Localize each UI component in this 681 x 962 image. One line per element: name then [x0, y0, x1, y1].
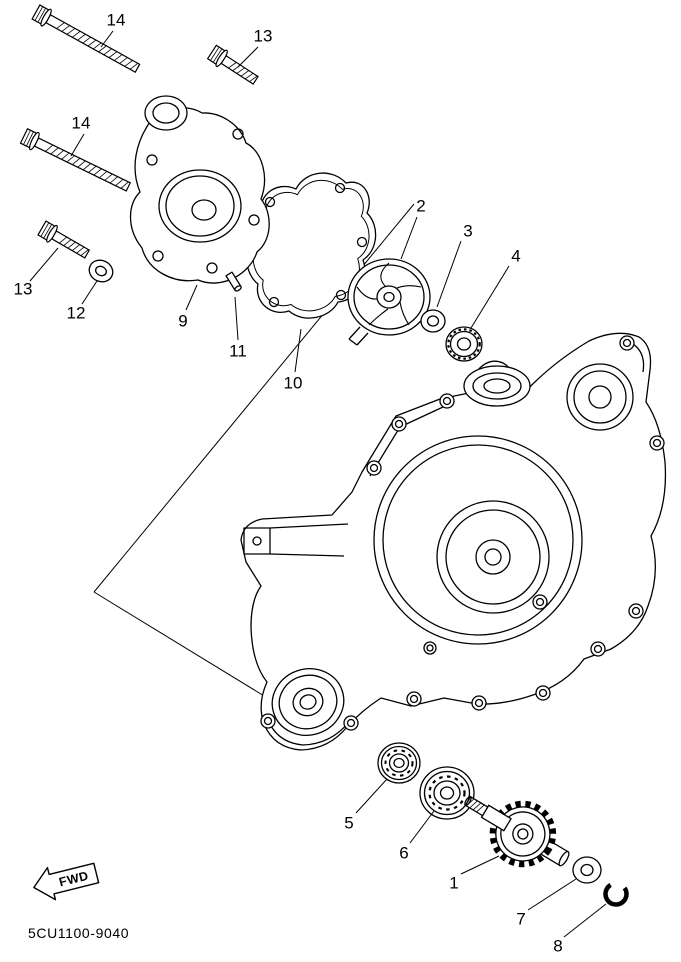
callout-1: 1: [449, 873, 459, 893]
callout-6: 6: [399, 843, 409, 863]
part-washer-3: [420, 309, 446, 333]
part-washer-7: [572, 856, 602, 884]
callout-3: 3: [463, 221, 473, 241]
part-crankcase-cover: [240, 332, 667, 751]
part-bearing-5: [377, 742, 421, 784]
leader-lines: [29, 30, 607, 938]
callout-4: 4: [511, 246, 521, 266]
callout-13-b: 13: [13, 279, 33, 299]
part-bolt-13-upper: [206, 43, 262, 89]
callout-14-b: 14: [71, 113, 91, 133]
part-oil-seal-4: [445, 326, 483, 362]
callout-7: 7: [516, 909, 526, 929]
part-bolt-14-lower: [19, 126, 134, 196]
part-pump-housing: [129, 95, 270, 292]
callout-2: 2: [416, 196, 426, 216]
fwd-arrow: [33, 862, 100, 901]
diagram-part-code: 5CU1100-9040: [28, 925, 130, 941]
callout-10: 10: [283, 373, 303, 393]
callout-9: 9: [178, 311, 188, 331]
part-impeller-shaft-gear: [464, 795, 570, 868]
part-dowel-pin: [225, 271, 242, 292]
callout-11: 11: [229, 341, 247, 361]
callout-8: 8: [553, 936, 563, 956]
part-bearing-6: [419, 766, 475, 820]
part-washer-12: [88, 259, 114, 283]
callout-14-a: 14: [106, 10, 126, 30]
callout-12: 12: [66, 303, 86, 323]
part-bolt-13-lower: [36, 219, 93, 263]
callout-13-a: 13: [253, 26, 273, 46]
part-impeller: [347, 258, 431, 346]
callout-5: 5: [344, 813, 354, 833]
